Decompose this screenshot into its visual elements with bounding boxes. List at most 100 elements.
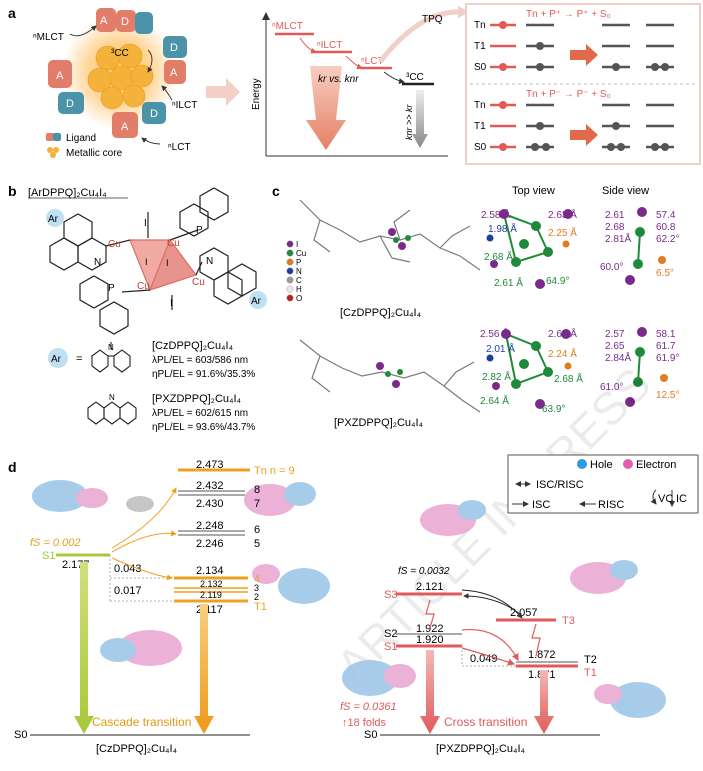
svg-text:Hole: Hole xyxy=(590,459,613,471)
svg-text:57.4: 57.4 xyxy=(656,210,676,221)
svg-text:S0: S0 xyxy=(14,729,27,741)
svg-text:2.84Å: 2.84Å xyxy=(605,351,631,364)
cascade-transition: Cascade transition xyxy=(92,715,191,729)
svg-text:↑18 folds: ↑18 folds xyxy=(342,717,387,729)
svg-text:2.65: 2.65 xyxy=(605,341,625,352)
svg-text:Ar: Ar xyxy=(251,296,262,307)
atom-legend-swatch-icon xyxy=(286,240,294,248)
pxz-molecule-name: [PXZDPPQ]₂Cu₄I₄ xyxy=(334,417,424,429)
svg-text:2.248: 2.248 xyxy=(196,520,224,532)
n-atom-label: N xyxy=(206,256,213,267)
panel-b-label: b xyxy=(8,183,17,199)
svg-text:VC: VC xyxy=(658,493,673,505)
atom-legend-label: P xyxy=(296,258,301,267)
cu-atom-label: Cu xyxy=(167,238,180,249)
svg-text:8: 8 xyxy=(254,484,260,496)
svg-text:S1: S1 xyxy=(42,550,55,562)
svg-text:2.82 Å: 2.82 Å xyxy=(482,370,511,383)
ligand-letter-d: D xyxy=(150,108,158,120)
svg-text:2.01 Å: 2.01 Å xyxy=(486,342,515,355)
svg-text:2.430: 2.430 xyxy=(196,498,224,510)
panel-d-legend xyxy=(507,454,699,514)
ct-arrows xyxy=(69,25,173,145)
ligand-blocks xyxy=(48,8,187,138)
pxz-t1-arrow-icon xyxy=(534,670,554,734)
cz-lambda: λPL/EL = 603/586 nm xyxy=(152,355,248,366)
core-swatch-icon xyxy=(47,147,59,158)
svg-text:fS = 0.0032: fS = 0.0032 xyxy=(398,566,450,577)
svg-text:0.017: 0.017 xyxy=(114,585,142,597)
panel-c-label: c xyxy=(272,183,280,199)
svg-text:Ar: Ar xyxy=(51,354,62,365)
i-atom-label: I xyxy=(145,257,148,267)
ar-badge xyxy=(46,209,64,227)
ligand-swatch-icon xyxy=(53,133,61,141)
svg-text:2.61: 2.61 xyxy=(605,210,625,221)
tpq-bot-title: Tn + P⁻ → P⁻ + S₀ xyxy=(526,89,611,100)
svg-text:2.64 Å: 2.64 Å xyxy=(480,394,509,407)
formula: [ArDPPQ]₂Cu₄I₄ xyxy=(28,187,107,199)
svg-text:fS = 0.002: fS = 0.002 xyxy=(30,537,80,549)
svg-text:6.5°: 6.5° xyxy=(656,268,674,279)
pxz-levels xyxy=(380,592,600,736)
ar-badge xyxy=(249,291,267,309)
svg-text:2.68 Å: 2.68 Å xyxy=(484,250,513,263)
lct-label: ⁿLCT xyxy=(168,142,191,153)
cz-eta: ηPL/EL = 91.6%/35.3% xyxy=(152,369,255,380)
svg-text:2.24 Å: 2.24 Å xyxy=(548,347,577,360)
nonradiative-arrow-icon xyxy=(412,90,428,148)
svg-text:1.920: 1.920 xyxy=(416,634,444,646)
atom-legend-swatch-icon xyxy=(286,276,294,284)
cz-levels xyxy=(30,468,250,736)
svg-text:T1: T1 xyxy=(474,121,486,132)
svg-text:63.9°: 63.9° xyxy=(542,404,565,415)
ligand-letter-a: A xyxy=(170,67,178,79)
svg-text:T1: T1 xyxy=(474,41,486,52)
hole-swatch-icon xyxy=(577,459,587,469)
svg-text:2.432: 2.432 xyxy=(196,480,224,492)
pxz-name: [PXZDPPQ]₂Cu₄I₄ xyxy=(152,393,242,405)
svg-text:Tn: Tn xyxy=(474,20,486,31)
svg-text:2.119: 2.119 xyxy=(200,590,222,600)
panel-a-label: a xyxy=(8,5,16,21)
svg-text:60.0°: 60.0° xyxy=(600,262,623,273)
i-atom-label: I xyxy=(144,218,147,229)
top-view-title: Top view xyxy=(512,185,555,197)
cz-molecule-image xyxy=(299,199,481,271)
svg-text:T2: T2 xyxy=(584,654,597,666)
svg-text:N: N xyxy=(108,343,114,352)
svg-text:5: 5 xyxy=(254,538,260,550)
svg-text:Ar: Ar xyxy=(48,214,59,225)
energy-axis-label: Energy xyxy=(251,78,262,110)
atom-legend-swatch-icon xyxy=(286,294,294,302)
svg-text:ⁿMLCT: ⁿMLCT xyxy=(272,21,303,32)
svg-text:64.9°: 64.9° xyxy=(546,276,569,287)
svg-text:2.25 Å: 2.25 Å xyxy=(548,226,577,239)
atom-legend-label: C xyxy=(296,276,302,285)
tpq-label: TPQ xyxy=(422,14,443,25)
cc-label: ³CC xyxy=(111,48,129,59)
ligand-letter-a: A xyxy=(56,70,64,82)
pxz-side-view xyxy=(625,327,668,407)
legend-core: Metallic core xyxy=(66,148,123,159)
pxz-eta: ηPL/EL = 93.6%/43.7% xyxy=(152,422,255,433)
svg-text:2.57: 2.57 xyxy=(605,329,625,340)
svg-text:61.9°: 61.9° xyxy=(656,353,679,364)
svg-text:2.134: 2.134 xyxy=(196,565,224,577)
svg-text:1.922: 1.922 xyxy=(416,623,444,635)
svg-text:2.246: 2.246 xyxy=(196,538,224,550)
svg-text:IC: IC xyxy=(676,493,687,505)
cz-name: [CzDPPQ]₂Cu₄I₄ xyxy=(152,340,234,352)
svg-text:2.64 Å: 2.64 Å xyxy=(548,327,577,340)
pxz-top-view xyxy=(486,329,572,409)
watermark: ARTICLE IN PRESS xyxy=(326,357,660,691)
svg-text:1.98 Å: 1.98 Å xyxy=(488,222,517,235)
svg-text:0.043: 0.043 xyxy=(114,563,142,575)
ligand-letter-d: D xyxy=(170,42,178,54)
svg-text:4: 4 xyxy=(254,574,260,585)
svg-text:S2: S2 xyxy=(384,628,397,640)
ligand-letter-a: A xyxy=(100,15,108,27)
metallic-core xyxy=(87,43,154,110)
svg-text:58.1: 58.1 xyxy=(656,329,676,340)
